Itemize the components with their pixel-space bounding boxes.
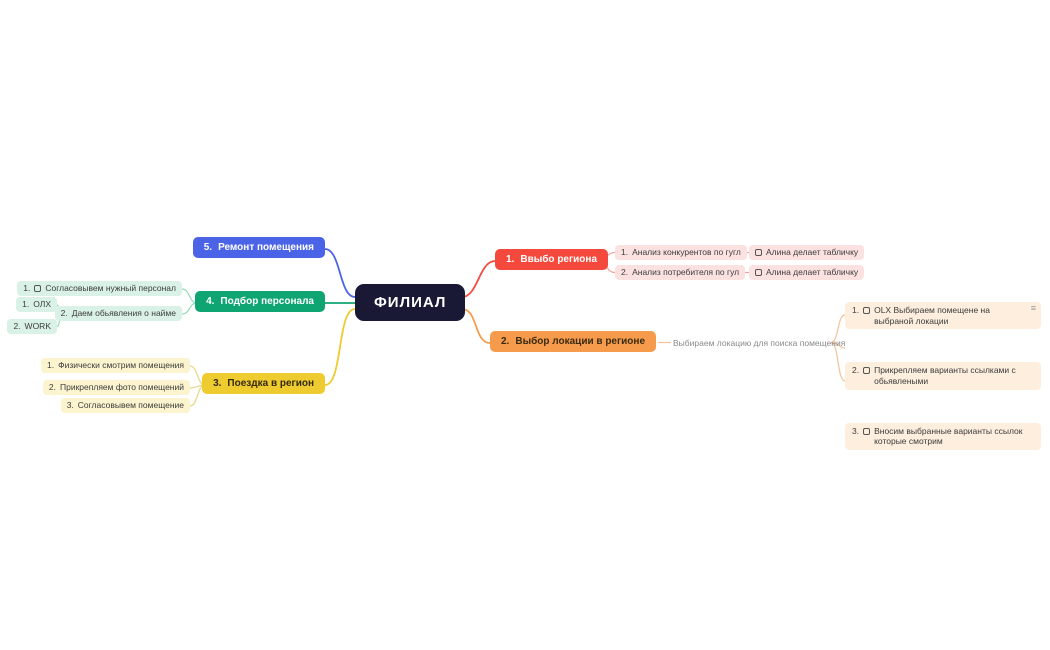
central-topic-label: ФИЛИАЛ [374, 294, 447, 311]
checkbox-icon[interactable] [863, 367, 871, 375]
checkbox-icon[interactable] [863, 427, 871, 435]
node-label: Прикрепляем фото помещений [60, 382, 184, 392]
node-number: 5. [203, 242, 213, 253]
node-number: 2. [48, 382, 56, 392]
trip-child-attach-photos[interactable]: 2. Прикрепляем фото помещений [42, 380, 190, 396]
trip-child-inspect[interactable]: 1. Физически смотрим помещения [41, 358, 190, 374]
node-label: Выбираем локацию для поиска помещения [673, 338, 846, 348]
connector-location-item-1 [830, 314, 846, 344]
location-item-attach-links[interactable]: 2. Прикрепляем варианты ссылками с обьяв… [845, 362, 1041, 390]
node-number: 2. [13, 321, 21, 331]
node-label: Анализ конкурентов по гугл [632, 247, 741, 257]
region-task-alina-table-1[interactable]: Алина делает табличку [749, 245, 865, 261]
node-trip[interactable]: 3. Поездка в регион [202, 373, 325, 394]
node-number: 2. [852, 365, 860, 376]
central-topic[interactable]: ФИЛИАЛ [355, 284, 466, 321]
checkbox-icon[interactable] [34, 285, 42, 293]
connector-renovation [324, 248, 356, 298]
node-number: 1. [47, 360, 55, 370]
node-region[interactable]: 1. Ввыбо региона [495, 249, 609, 270]
node-number: 2. [501, 336, 510, 347]
node-number: 3. [213, 378, 222, 389]
location-item-olx-search[interactable]: 1. OLX Выбираем помещене на выбраной лок… [845, 302, 1041, 330]
location-item-enter-selected[interactable]: 3. Вносим выбранные варианты ссылок кото… [845, 422, 1041, 450]
node-label: Подбор персонала [220, 296, 314, 307]
node-label: Физически смотрим помещения [58, 360, 184, 370]
node-label: Ремонт помещения [218, 242, 314, 253]
node-label: ОЛХ [33, 299, 51, 309]
node-label: Даем обьявления о найме [71, 308, 176, 318]
node-number: 4. [206, 296, 215, 307]
checkbox-icon[interactable] [755, 249, 762, 257]
staff-grandchild-olx[interactable]: 1. ОЛХ [16, 297, 57, 313]
checkbox-icon[interactable] [863, 307, 871, 314]
staff-child-job-ads[interactable]: 2. Даем обьявления о найме [54, 306, 182, 322]
node-label: Алина делает табличку [766, 267, 859, 277]
node-label: Анализ потребителя по гул [632, 267, 740, 277]
node-renovation[interactable]: 5. Ремонт помещения [192, 237, 325, 258]
notes-icon[interactable]: ≡ [1030, 303, 1036, 313]
staff-grandchild-work[interactable]: 2. WORK [7, 319, 57, 335]
node-number: 2. [621, 267, 629, 277]
node-number: 2. [60, 308, 68, 318]
node-number: 1. [23, 283, 31, 293]
node-label: Вносим выбранные варианты ссылок которые… [874, 425, 1023, 447]
trip-child-approve-premises[interactable]: 3. Согласовывем помещение [60, 398, 190, 414]
node-number: 1. [852, 305, 860, 315]
node-label: Согласовывем помещение [77, 400, 184, 410]
staff-child-approve-personnel[interactable]: 1. Согласовывем нужный персонал [17, 281, 182, 297]
checkbox-icon[interactable] [755, 269, 762, 277]
node-label: Ввыбо региона [520, 254, 598, 265]
region-child-consumer-analysis[interactable]: 2. Анализ потребителя по гул [615, 265, 746, 281]
node-label: Поездка в регион [227, 378, 314, 389]
node-label: OLX Выбираем помещене на выбраной локаци… [874, 305, 990, 326]
connector-location [461, 308, 491, 344]
node-number: 1. [621, 247, 629, 257]
region-task-alina-table-2[interactable]: Алина делает табличку [749, 265, 865, 281]
region-child-competitor-analysis[interactable]: 1. Анализ конкурентов по гугл [615, 245, 747, 261]
node-label: Прикрепляем варианты ссылками с обьявлен… [874, 365, 1016, 386]
connector-trip [324, 308, 356, 386]
node-number: 1. [22, 299, 30, 309]
node-number: 3. [66, 400, 74, 410]
connector-location-item-3 [830, 341, 846, 382]
node-label: Выбор локации в регионе [515, 336, 646, 347]
location-note-topic[interactable]: Выбираем локацию для поиска помещения [671, 336, 847, 350]
node-location[interactable]: 2. Выбор локации в регионе [490, 331, 657, 352]
node-label: WORK [24, 321, 51, 331]
connector-region [461, 260, 496, 298]
node-label: Согласовывем нужный персонал [45, 283, 176, 293]
node-number: 3. [852, 425, 860, 436]
node-label: Алина делает табличку [766, 247, 859, 257]
node-staff[interactable]: 4. Подбор персонала [195, 291, 325, 312]
node-number: 1. [506, 254, 515, 265]
